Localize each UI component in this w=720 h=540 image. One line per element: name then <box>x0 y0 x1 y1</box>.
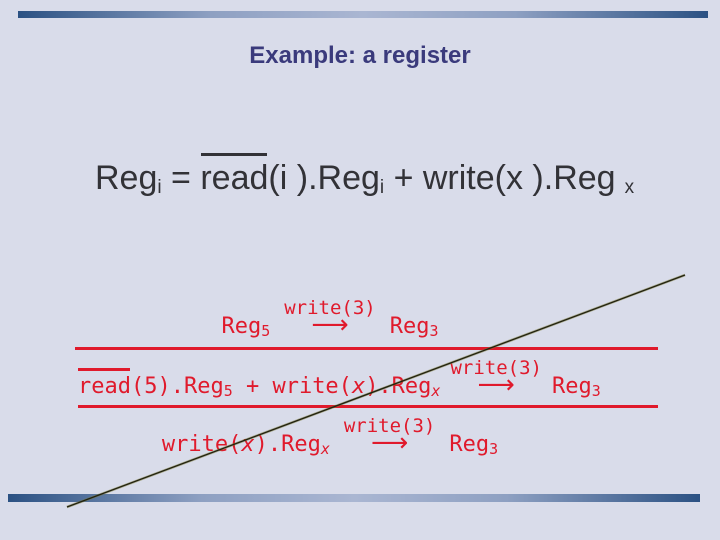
premise-lhs-subscript: 5 <box>261 321 271 340</box>
equation-lhs: Reg <box>95 159 158 197</box>
step-subscript-5: 5 <box>223 381 233 400</box>
step-transition: write(3)⟶ <box>450 359 542 400</box>
equation-tail-subscript: x <box>624 177 635 199</box>
conclusion-subscript-x: x <box>320 439 330 458</box>
right-arrow-icon: ⟶ <box>370 428 409 458</box>
step-rhs: Reg <box>551 374 592 399</box>
step-subscript-x: x <box>431 381 441 400</box>
premise-transition: write(3)⟶ <box>284 299 376 340</box>
conclusion-transition: write(3)⟶ <box>344 417 436 458</box>
inference-rule-bar-bottom <box>78 405 658 408</box>
inference-rule-bar-top <box>75 347 658 350</box>
equation-lhs-subscript: i <box>157 177 162 199</box>
overlined-read: read <box>200 159 269 197</box>
step-segment-3: ).Reg <box>365 374 432 399</box>
conclusion-rhs: Reg <box>449 432 490 457</box>
conclusion-rhs-subscript: 3 <box>489 439 499 458</box>
conclusion-segment-1: write( <box>161 432 242 457</box>
premise-lhs: Reg <box>221 314 262 339</box>
equation-middle: (i ).Reg <box>268 159 380 197</box>
premise-rhs: Reg <box>389 314 430 339</box>
right-arrow-icon: ⟶ <box>311 310 349 340</box>
step-variable-x: x <box>351 374 366 399</box>
bottom-border-bar <box>8 494 700 502</box>
step-segment-2: + write( <box>232 374 352 399</box>
equation-tail: + write(x ).Reg <box>384 159 616 197</box>
conclusion-segment-2: ).Reg <box>254 432 321 457</box>
equation-middle-subscript: i <box>379 177 385 199</box>
step-segment-1: (5).Reg <box>130 374 224 399</box>
conclusion-variable-x: x <box>241 432 255 457</box>
premise-rhs-subscript: 3 <box>429 321 439 340</box>
equals-sign: = <box>161 159 201 197</box>
step-rhs-subscript: 3 <box>591 381 601 400</box>
slide-title: Example: a register <box>249 42 471 69</box>
overlined-read-red: read <box>78 374 131 399</box>
top-border-bar <box>18 11 708 18</box>
right-arrow-icon: ⟶ <box>477 370 515 400</box>
